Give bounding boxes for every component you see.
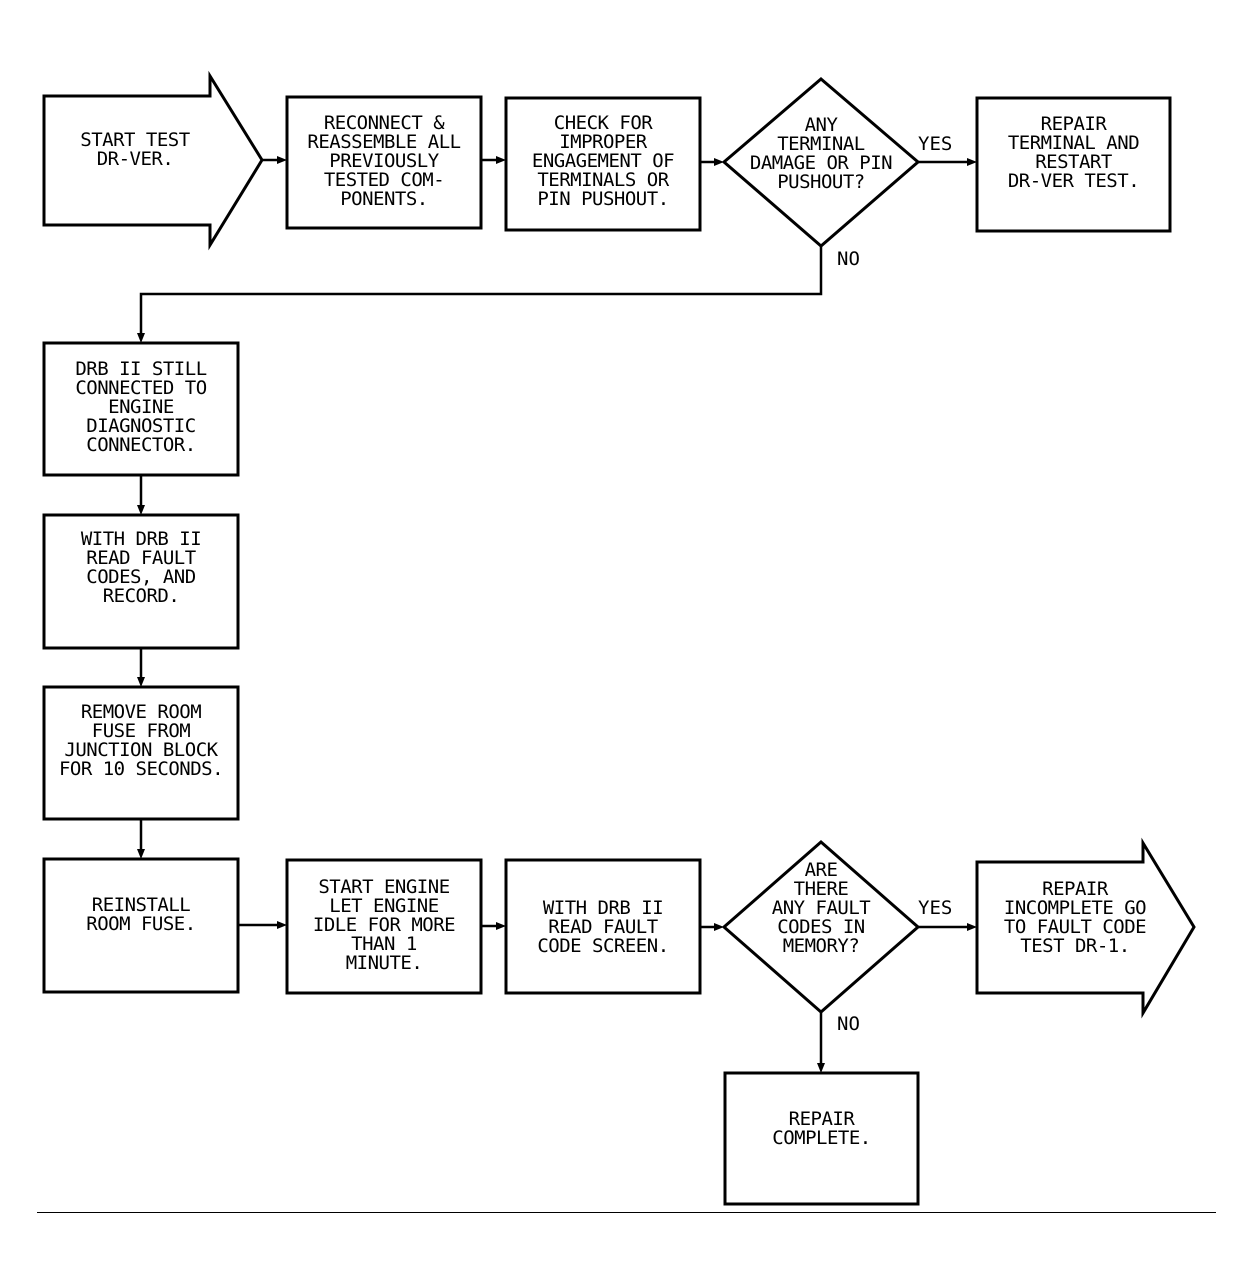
arrowhead [137,849,145,859]
connector-decision-no [139,246,823,333]
check-engagement-box [504,96,702,232]
read-codes-text: WITH DRB II READ FAULT CODES, AND RECORD… [80,528,202,607]
decision-damage-text: ANY TERMINAL DAMAGE OR PIN PUSHOUT? [749,114,893,193]
start-arrow-shape [42,70,264,251]
damage-no-label: NO [837,248,860,270]
arrowhead [277,156,287,164]
repair-terminal-box [975,96,1172,233]
codes-no-label: NO [837,1013,860,1035]
repair-complete-text: REPAIR COMPLETE. [772,1108,871,1149]
read-screen-text: WITH DRB II READ FAULT CODE SCREEN. [537,896,669,957]
reinstall-fuse-box [42,857,240,994]
arrowhead [496,156,506,164]
repair-complete-box [723,1071,920,1206]
arrowhead [817,1063,825,1073]
arrowhead [714,923,724,931]
arrowhead [137,333,145,343]
reconnect-box [285,95,483,230]
decision-codes-text: ARE THERE ANY FAULT CODES IN MEMORY? [771,858,871,957]
arrowhead [137,505,145,515]
arrowhead [714,158,724,166]
repair-incomplete-text: REPAIR INCOMPLETE GO TO FAULT CODE TEST … [1003,878,1147,957]
drb-connected-text: DRB II STILL CONNECTED TO ENGINE DIAGNOS… [75,357,207,456]
arrowhead [277,921,287,929]
start-text: START TEST DR-VER. [80,129,190,170]
damage-yes-label: YES [918,133,953,155]
reinstall-fuse-text: REINSTALL ROOM FUSE. [86,894,196,935]
arrowhead [967,158,977,166]
remove-fuse-text: REMOVE ROOM FUSE FROM JUNCTION BLOCK FOR… [58,701,224,780]
arrowhead [496,922,506,930]
reconnect-text: RECONNECT & REASSEMBLE ALL PREVIOUSLY TE… [307,111,461,210]
arrowhead [137,677,145,687]
arrowhead [967,923,977,931]
repair-terminal-text: REPAIR TERMINAL AND RESTART DR-VER TEST. [1007,113,1140,192]
bottom-rule [37,1212,1216,1213]
check-engagement-text: CHECK FOR IMPROPER ENGAGEMENT OF TERMINA… [531,111,675,210]
start-engine-box [285,858,483,995]
codes-yes-label: YES [918,897,953,919]
repair-incomplete-arrow-shape [975,837,1196,1019]
start-engine-text: START ENGINE LET ENGINE IDLE FOR MORE TH… [312,875,456,974]
read-screen-box [504,858,702,995]
